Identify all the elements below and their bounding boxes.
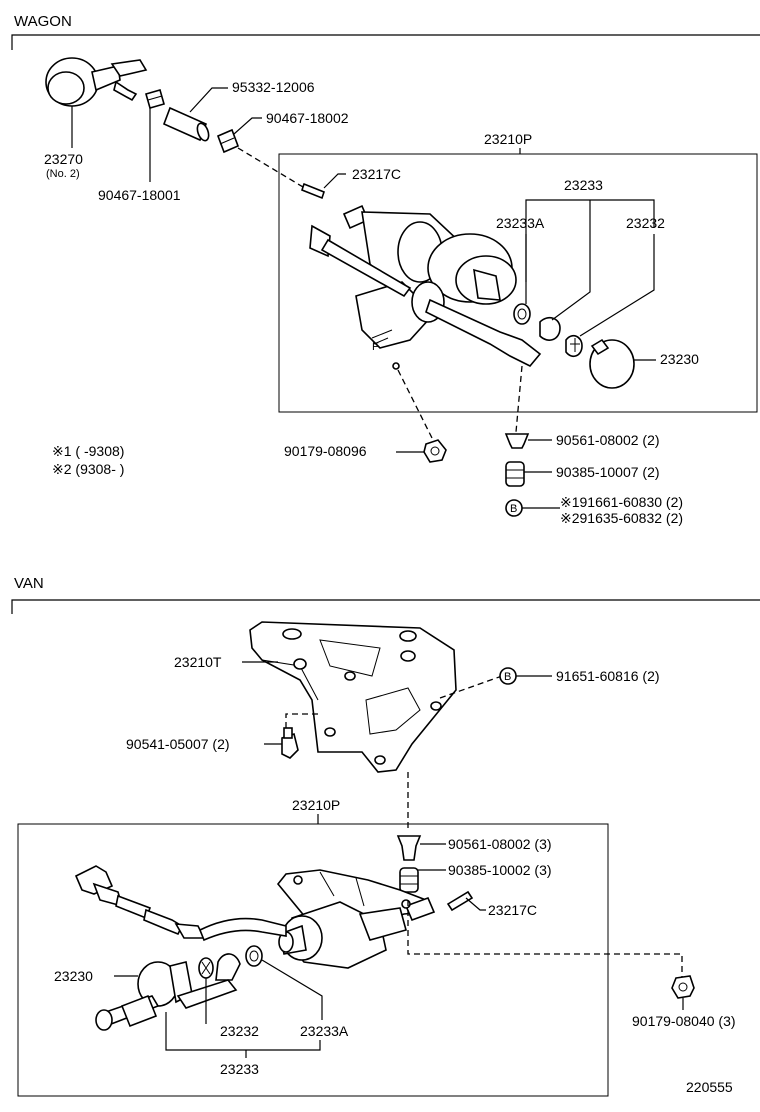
leader-95332 [189,87,228,113]
label-90467-18001: 90467-18001 [98,187,181,203]
label-23210T: 23210T [174,654,222,670]
label-90467-18002: 90467-18002 [266,110,349,126]
dashed-link-hose-pipe [237,147,319,197]
part-connector-van [74,865,287,942]
label-90179-van: 90179-08040 (3) [632,1013,736,1029]
part-23217C-van [446,890,474,912]
leader-23233A-van [261,959,323,1020]
part-23210T-bracket [249,621,457,773]
section-title-wagon: WAGON [14,13,72,30]
label-23217C-wagon: 23217C [352,166,401,182]
label-assy-23210P-van: 23210P [292,797,340,813]
part-23270-vsv [45,57,148,107]
part-23233-van [176,953,241,1009]
part-bolt-90541 [281,727,299,759]
part-23230-wagon [589,338,635,389]
bracket-23233-van [165,1012,321,1051]
label-90561-van: 90561-08002 (3) [448,836,552,852]
part-23232-wagon [565,334,583,358]
assembly-box-wagon [278,153,758,413]
part-hose-95332 [162,106,210,142]
part-nut-90179-van [671,975,695,999]
part-23217C-wagon [301,182,325,200]
part-23233A-van [245,945,263,967]
leader-23217C-wagon [323,173,346,189]
svg-text:B: B [504,671,511,683]
label-95332: 95332-12006 [232,79,315,95]
label-assy-23210P-wagon: 23210P [484,131,532,147]
label-23270: 23270 [44,151,83,167]
dashed-link-90179-van [407,900,683,978]
bolt-b-icon: B [505,499,523,517]
label-90561-wagon: 90561-08002 (2) [556,432,660,448]
label-23233-wagon: 23233 [564,177,603,193]
part-clip-90467-18002 [216,128,240,154]
label-90385-van: 90385-10002 (3) [448,862,552,878]
mark-f-on-bracket: F [372,341,379,353]
label-23233A-van: 23233A [300,1023,349,1039]
label-90385-wagon: 90385-10007 (2) [556,464,660,480]
section-bracket-van [11,599,760,614]
leader-23217C-van [465,897,486,911]
dashed-link-grommet-wagon [515,365,523,433]
part-grommet-90385-van [399,867,419,893]
leader-23233-wagon [551,200,591,321]
figure-number: 220555 [686,1079,733,1095]
dashed-link-90179-wagon [397,369,437,447]
bolt-b-icon: B [499,667,517,685]
section-bracket-wagon [11,34,760,50]
part-washer-pump-wagon [309,204,542,370]
label-90179-wagon: 90179-08096 [284,443,367,459]
part-23230-van [95,961,193,1031]
svg-text:B: B [510,503,517,515]
label-23217C-van: 23217C [488,902,537,918]
label-91635-wagon: ※291635-60832 (2) [560,510,683,526]
label-23233-van: 23233 [220,1061,259,1077]
part-23233-wagon [539,316,561,341]
leader-23232-wagon [579,234,655,337]
dashed-link-90541 [285,713,318,738]
part-nut-90179-wagon [423,439,447,463]
part-collar-90561-wagon [504,433,530,449]
label-23230-van: 23230 [54,968,93,984]
part-collar-90561-van [396,835,422,861]
label-23232-van: 23232 [220,1023,259,1039]
dashed-link-bolt-van [439,675,503,699]
part-clip-90467-18001 [145,89,165,109]
part-23233A-wagon [513,303,531,325]
label-90541: 90541-05007 (2) [126,736,230,752]
note-1: ※1 ( -9308) [52,443,124,459]
part-23232-van [198,957,214,979]
part-grommet-90385-wagon [505,461,525,487]
label-23233A-wagon: 23233A [496,215,545,231]
assembly-box-van [17,823,609,1097]
label-91651: 91651-60816 (2) [556,668,660,684]
note-2: ※2 (9308- ) [52,461,124,477]
section-title-van: VAN [14,575,44,592]
leader-90467-18002 [233,117,262,135]
label-91661-wagon: ※191661-60830 (2) [560,494,683,510]
label-23230-wagon: 23230 [660,351,699,367]
label-23232-wagon: 23232 [626,215,665,231]
label-23270-sub: (No. 2) [46,168,80,180]
